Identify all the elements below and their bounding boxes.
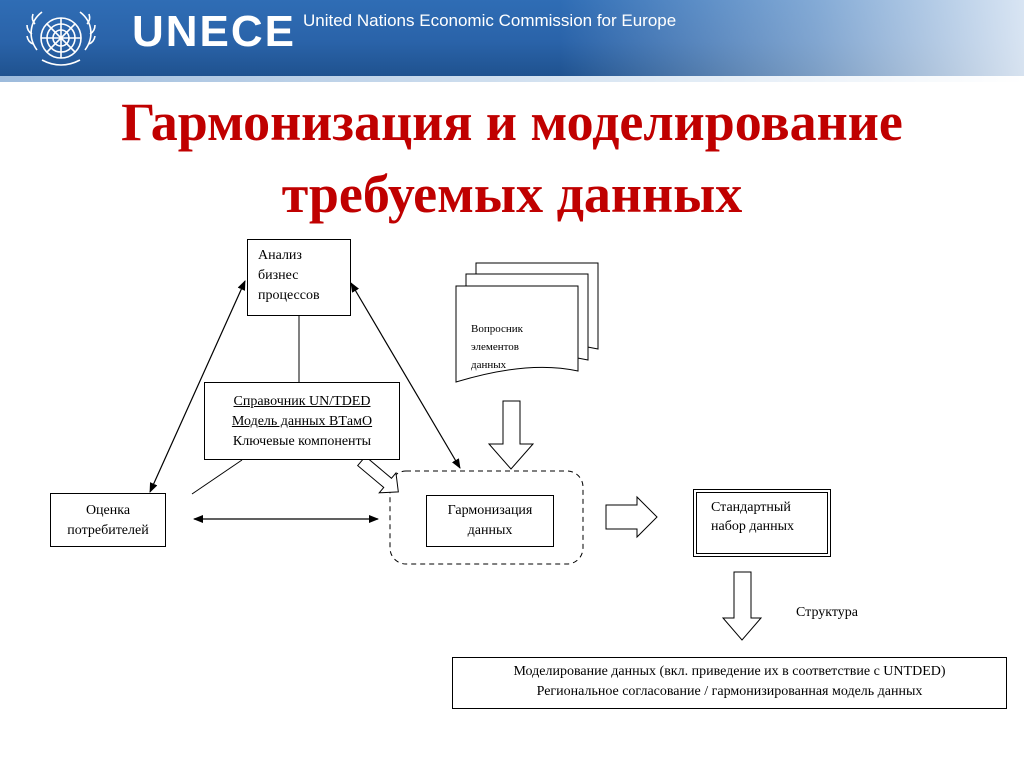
- standard-dataset-line-2: набор данных: [711, 519, 795, 534]
- slide-title-line-1: Гармонизация и моделирование: [121, 92, 903, 152]
- consumer-evaluation-line-1: Оценка: [85, 503, 131, 518]
- un-emblem-icon: [26, 11, 96, 66]
- data-modeling-line-1: Моделирование данных (вкл. приведение их…: [513, 664, 946, 679]
- data-harmonization-line-2: данных: [467, 523, 513, 538]
- reference-box: Справочник UN/TDED Модель данных BTамО К…: [204, 382, 400, 460]
- block-arrow-quest-harm: [487, 400, 535, 470]
- slide-title-line-2: требуемых данных: [281, 164, 743, 224]
- reference-line-components: Ключевые компоненты: [232, 434, 372, 449]
- questionnaire-line-2: элементов: [471, 341, 519, 353]
- questionnaire-document-icon: [455, 262, 599, 383]
- block-arrow-harm-std: [605, 495, 658, 539]
- standard-dataset-line-1: Стандартный: [711, 500, 791, 515]
- arrow-biz-harm: [350, 282, 461, 469]
- structure-label: Структура: [796, 605, 859, 620]
- data-harmonization-line-1: Гармонизация: [447, 503, 533, 518]
- questionnaire-line-3: данных: [471, 359, 507, 371]
- consumer-evaluation-box: Оценка потребителей: [50, 493, 166, 547]
- arrow-consumer-biz: [149, 280, 246, 493]
- banner-gradient: [560, 0, 1024, 76]
- banner-bottom-band: [0, 76, 1024, 82]
- reference-line-untded: Справочник UN/TDED: [233, 394, 371, 409]
- reference-line-model: Модель данных BTамО: [231, 414, 373, 429]
- questionnaire-line-1: Вопросник: [471, 323, 523, 335]
- unece-banner: UNECE United Nations Economic Commission…: [0, 0, 1024, 76]
- block-arrow-std-model: [721, 571, 763, 641]
- connector-ref-consumer: [191, 459, 243, 495]
- business-analysis-line-3: процессов: [258, 288, 320, 303]
- data-modeling-line-2: Региональное согласование / гармонизиров…: [536, 684, 923, 699]
- harmonization-region: [389, 470, 584, 565]
- brand-name: UNECE: [132, 7, 297, 56]
- standard-dataset-box: Стандартный набор данных: [693, 489, 831, 557]
- questionnaire-label: Вопросник элементов данных: [471, 320, 523, 374]
- business-analysis-box: Анализ бизнес процессов: [247, 239, 351, 316]
- data-modeling-box: Моделирование данных (вкл. приведение их…: [452, 657, 1007, 709]
- data-harmonization-box: Гармонизация данных: [426, 495, 554, 547]
- slide-title: Гармонизация и моделирование требуемых д…: [0, 86, 1024, 230]
- consumer-evaluation-line-2: потребителей: [67, 523, 149, 538]
- brand-subtitle: United Nations Economic Commission for E…: [303, 11, 677, 30]
- business-analysis-line-2: бизнес: [258, 268, 299, 283]
- block-arrow-ref-harm: [356, 455, 399, 494]
- business-analysis-line-1: Анализ: [258, 248, 302, 263]
